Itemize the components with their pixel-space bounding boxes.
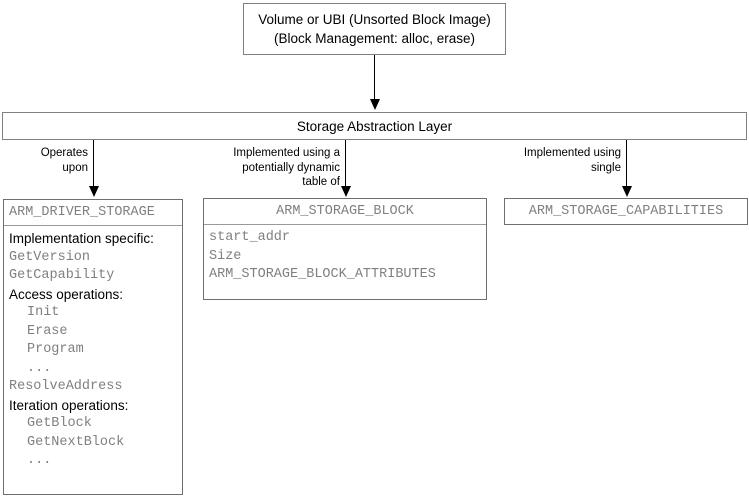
list-item: GetCapability [9, 268, 115, 283]
arm-driver-storage-body: Implementation specific: GetVersion GetC… [4, 226, 182, 475]
arrowhead-sal-to-block [341, 186, 351, 197]
list-item: start_addr [209, 230, 291, 245]
list-item: Implementation specific: [9, 231, 154, 246]
arm-storage-block-body: start_addr Size ARM_STORAGE_BLOCK_ATTRIB… [204, 225, 486, 289]
edge-label-dynamic-table-line-1: Implemented using a [233, 147, 340, 159]
list-item: Size [209, 248, 242, 264]
edge-label-operates-upon-line-2: upon [62, 161, 88, 174]
volume-ubi-line-2: (Block Management: alloc, erase) [273, 31, 476, 46]
arm-driver-storage-header: ARM_DRIVER_STORAGE [4, 200, 182, 226]
volume-ubi-box: Volume or UBI (Unsorted Block Image) (Bl… [243, 3, 506, 55]
list-item: ... [27, 453, 52, 468]
connector-sal-to-driver [93, 140, 94, 187]
arm-storage-block-header: ARM_STORAGE_BLOCK [204, 199, 486, 225]
list-item: Erase [27, 323, 68, 339]
storage-abstraction-layer-box: Storage Abstraction Layer [2, 112, 747, 140]
arrowhead-volume-to-sal [370, 99, 380, 110]
list-item: Init [27, 305, 60, 320]
edge-label-single-line-1: Implemented using [523, 147, 621, 159]
edge-label-operates-upon-line-1: Operates [40, 147, 88, 159]
edge-label-single: Implemented using single [470, 146, 621, 175]
connector-volume-to-sal [374, 55, 375, 100]
list-item: ... [27, 360, 52, 376]
edge-label-dynamic-table: Implemented using a potentially dynamic … [200, 146, 340, 190]
arm-storage-capabilities-box: ARM_STORAGE_CAPABILITIES [504, 198, 748, 225]
list-item: GetVersion [9, 249, 91, 265]
edge-label-dynamic-table-line-2: potentially dynamic [242, 161, 340, 174]
list-item: ARM_STORAGE_BLOCK_ATTRIBUTES [209, 267, 436, 282]
list-item: ResolveAddress [9, 379, 123, 394]
arm-driver-storage-box: ARM_DRIVER_STORAGE Implementation specif… [3, 199, 183, 495]
volume-ubi-line-1: Volume or UBI (Unsorted Block Image) [258, 12, 491, 27]
arrowhead-sal-to-driver [89, 186, 99, 197]
connector-sal-to-block [345, 140, 346, 187]
arm-storage-block-box: ARM_STORAGE_BLOCK start_addr Size ARM_ST… [203, 198, 487, 300]
edge-label-single-line-2: single [590, 161, 621, 174]
list-item: Access operations: [9, 286, 124, 302]
edge-label-dynamic-table-line-3: table of [302, 176, 340, 188]
storage-abstraction-layer-label: Storage Abstraction Layer [296, 118, 453, 134]
list-item: Iteration operations: [9, 397, 129, 413]
connector-sal-to-capabilities [626, 140, 627, 187]
arrowhead-sal-to-capabilities [622, 186, 632, 197]
list-item: Program [27, 342, 84, 357]
edge-label-operates-upon: Operates upon [0, 146, 88, 175]
list-item: GetNextBlock [27, 434, 125, 450]
arm-storage-capabilities-header: ARM_STORAGE_CAPABILITIES [528, 204, 724, 219]
list-item: GetBlock [27, 416, 92, 431]
